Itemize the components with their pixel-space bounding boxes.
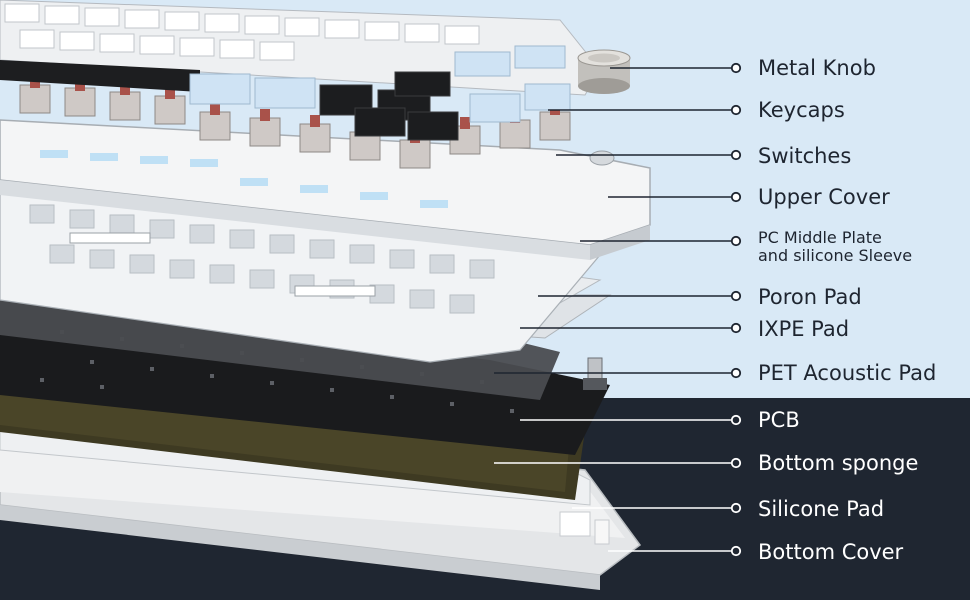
label-pcb: PCB bbox=[758, 408, 800, 432]
metal-knob bbox=[577, 49, 631, 94]
label-switches: Switches bbox=[758, 144, 852, 168]
upper-cover-layer bbox=[0, 119, 651, 260]
label-poron-pad: Poron Pad bbox=[758, 285, 862, 309]
keycaps-layer bbox=[0, 0, 601, 141]
callout-dots bbox=[730, 62, 742, 557]
label-upper-cover: Upper Cover bbox=[758, 185, 890, 209]
label-pc-middle-plate-line1: PC Middle Plate bbox=[758, 228, 882, 247]
label-metal-knob: Metal Knob bbox=[758, 56, 876, 80]
label-silicone-pad: Silicone Pad bbox=[758, 497, 885, 521]
label-bottom-sponge: Bottom sponge bbox=[758, 451, 919, 475]
label-bottom-cover: Bottom Cover bbox=[758, 540, 904, 564]
callout-leaders bbox=[494, 67, 731, 552]
label-ixpe-pad: IXPE Pad bbox=[758, 317, 850, 341]
switches-layer bbox=[19, 76, 571, 169]
label-pc-middle-plate-line2: and silicone Sleeve bbox=[758, 246, 913, 265]
label-pet-acoustic-pad: PET Acoustic Pad bbox=[758, 361, 937, 385]
label-keycaps: Keycaps bbox=[758, 98, 845, 122]
